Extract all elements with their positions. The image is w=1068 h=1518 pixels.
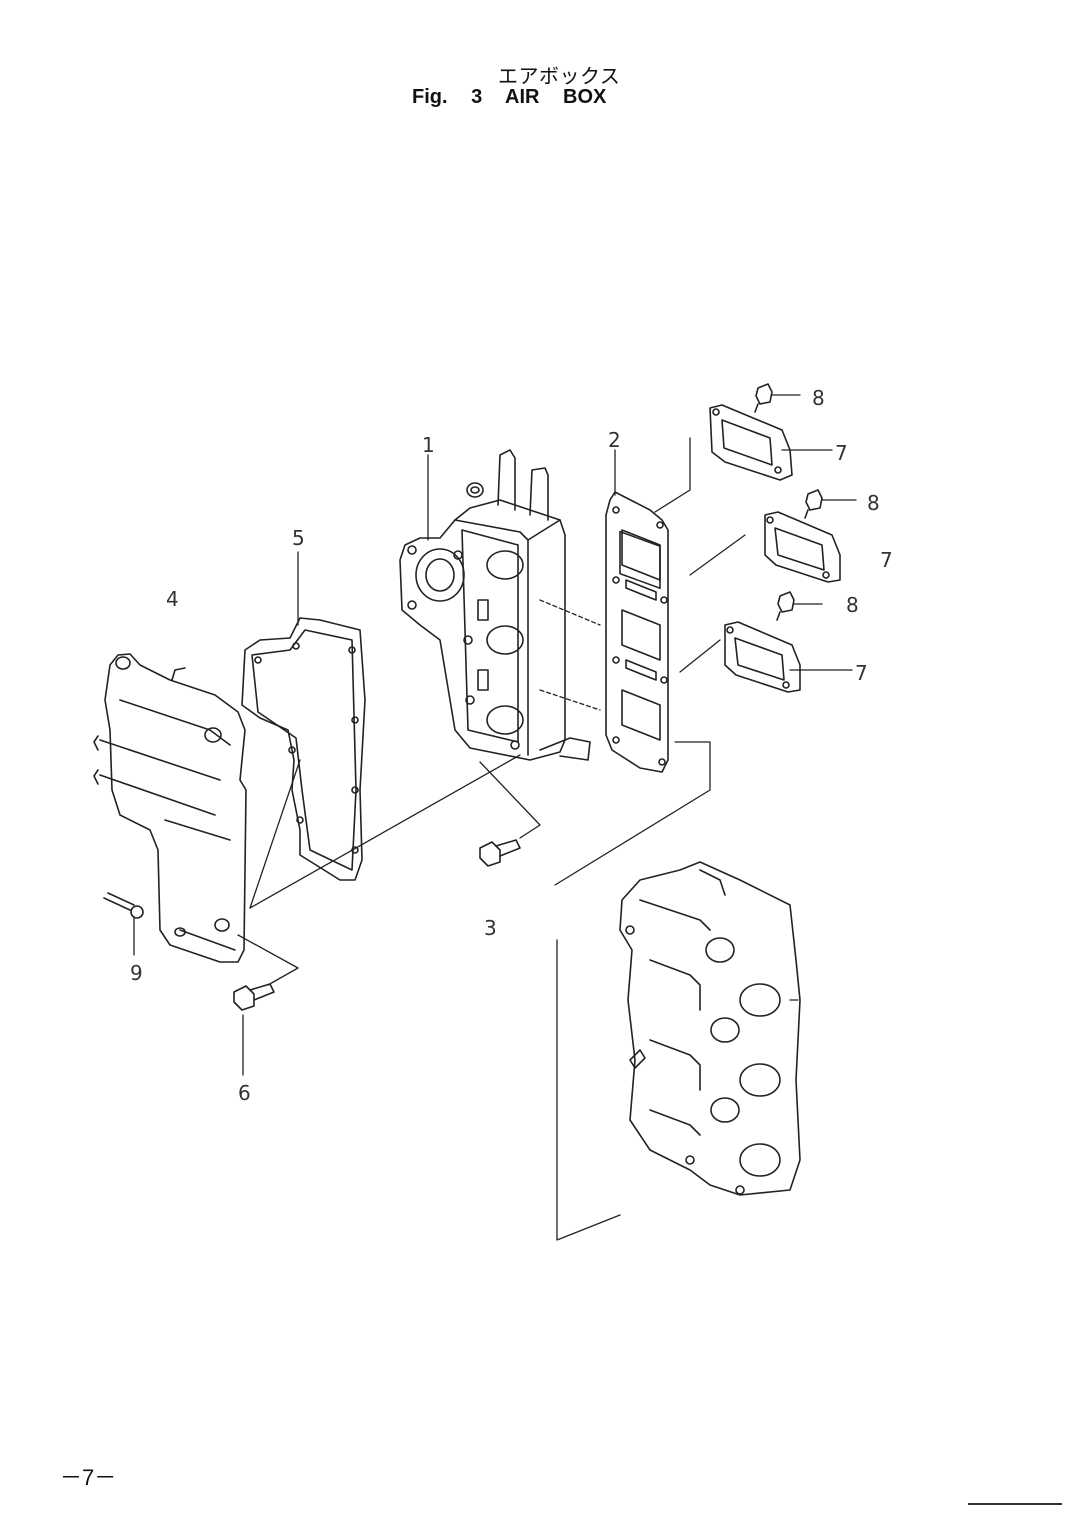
figure-title: Fig. 3 AIR BOX [412,86,607,108]
callout-7-bottom: 7 [855,661,868,685]
callout-2: 2 [608,428,621,452]
part-6-bolts [233,839,521,1011]
callout-4: 4 [166,587,179,611]
footer-rule [968,1503,1062,1505]
figure-title-japanese: エアボックス [498,64,621,88]
part-1-air-box-body [399,449,591,761]
callout-9: 9 [130,961,143,985]
part-9-screw [103,892,144,919]
callout-8-middle: 8 [867,491,880,515]
part-4-cover [93,653,247,963]
part-2-gasket [605,491,669,773]
callout-8-bottom: 8 [846,593,859,617]
part-8-screws [754,383,823,621]
part-3-cylinder-block [619,861,801,1196]
callout-6: 6 [238,1081,251,1105]
callout-3: 3 [484,916,497,940]
part-7-reed-valve-middle [764,511,841,583]
callout-8-top: 8 [812,386,825,410]
part-5-gasket [241,617,366,881]
callout-7-top: 7 [835,441,848,465]
callout-7-middle: 7 [880,548,893,572]
part-7-reed-valve-bottom [724,621,801,693]
assembly-lines [133,394,857,1241]
page-number: －7－ [60,1465,117,1490]
callout-labels: 1 2 3 4 5 6 7 7 7 8 8 8 9 [130,386,893,1105]
part-7-reed-valve-top [709,404,793,481]
callout-5: 5 [292,526,305,550]
callout-1: 1 [422,433,435,457]
